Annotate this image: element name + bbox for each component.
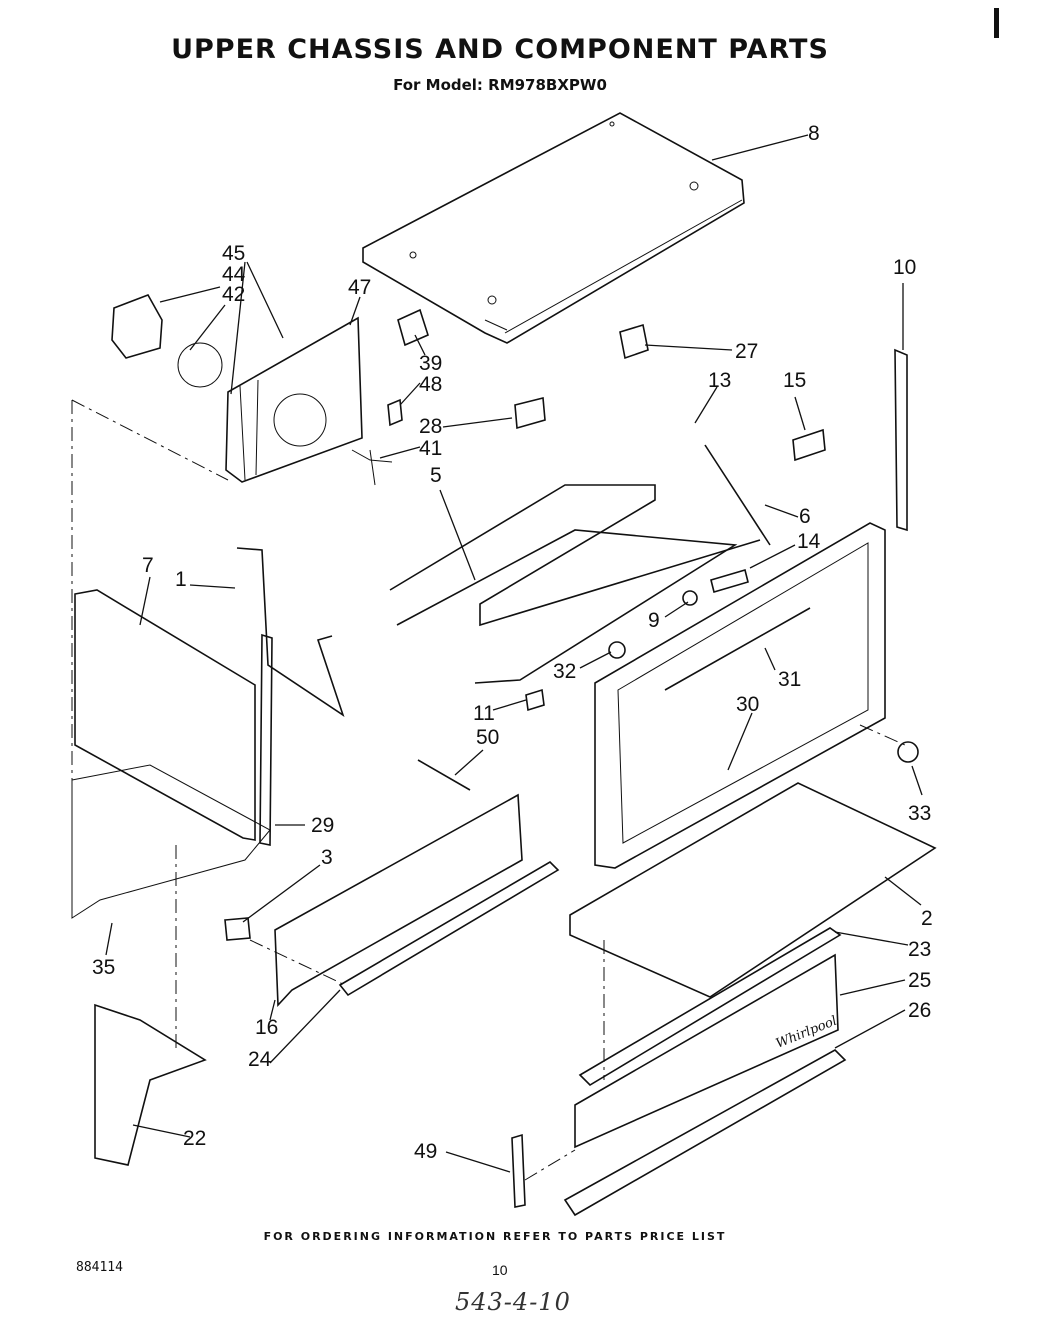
part-label: 2	[921, 907, 933, 930]
part-label: 31	[778, 668, 801, 691]
part-label: 30	[736, 693, 759, 716]
part-label: 25	[908, 969, 931, 992]
part-label: 41	[419, 437, 442, 460]
side-trim-part	[94, 348, 908, 1208]
part-label: 47	[348, 276, 371, 299]
part-labels: 8 45 44 42 47 39 48 28 41 10 27 13 15 5 …	[92, 122, 933, 1163]
door-frame-part	[594, 522, 886, 869]
part-label: 42	[222, 283, 245, 306]
part-label: 9	[648, 609, 660, 632]
part-label: 29	[311, 814, 334, 837]
ordering-note: FOR ORDERING INFORMATION REFER TO PARTS …	[263, 1230, 727, 1243]
part-label: 22	[183, 1127, 206, 1150]
part-label: 45	[222, 242, 245, 265]
bottom-plate-part	[563, 782, 937, 1217]
leader-lines	[105, 134, 923, 1173]
page-number: 10	[492, 1262, 508, 1278]
part-label: 5	[430, 464, 442, 487]
part-label: 24	[248, 1048, 272, 1071]
part-label: 14	[797, 530, 821, 553]
part-label: 49	[414, 1140, 437, 1163]
top-cover-part	[362, 112, 745, 344]
part-label: 28	[419, 415, 442, 438]
middle-frame-part	[389, 444, 771, 684]
part-label: 6	[799, 505, 811, 528]
part-label: 10	[893, 256, 916, 279]
whirlpool-logo: Whirlpool	[774, 1014, 839, 1052]
small-parts	[224, 308, 919, 941]
page-title: UPPER CHASSIS AND COMPONENT PARTS	[171, 34, 829, 65]
part-label: 23	[908, 938, 931, 961]
handwritten-note: 543-4-10	[455, 1288, 571, 1316]
part-label: 35	[92, 956, 115, 979]
part-label: 44	[222, 263, 246, 286]
document-number: 884114	[76, 1260, 123, 1275]
registration-mark	[994, 8, 999, 38]
part-label: 8	[808, 122, 820, 145]
part-label: 15	[783, 369, 806, 392]
part-label: 50	[476, 726, 499, 749]
part-label: 33	[908, 802, 931, 825]
part-label: 48	[419, 373, 442, 396]
part-label: 1	[175, 568, 187, 591]
lamp-assembly-part	[274, 793, 560, 1007]
part-label: 3	[321, 846, 333, 869]
part-label: 16	[255, 1016, 278, 1039]
model-line: For Model: RM978BXPW0	[393, 76, 607, 94]
alignment-lines	[71, 399, 906, 1181]
part-label: 11	[473, 702, 495, 725]
part-label: 39	[419, 352, 442, 375]
part-label: 13	[708, 369, 731, 392]
part-label: 26	[908, 999, 931, 1022]
part-label: 27	[735, 340, 758, 363]
part-label: 32	[553, 660, 576, 683]
left-side-panel-part	[71, 547, 345, 919]
part-label: 7	[142, 554, 154, 577]
fan-motor-assembly-part	[111, 294, 393, 486]
